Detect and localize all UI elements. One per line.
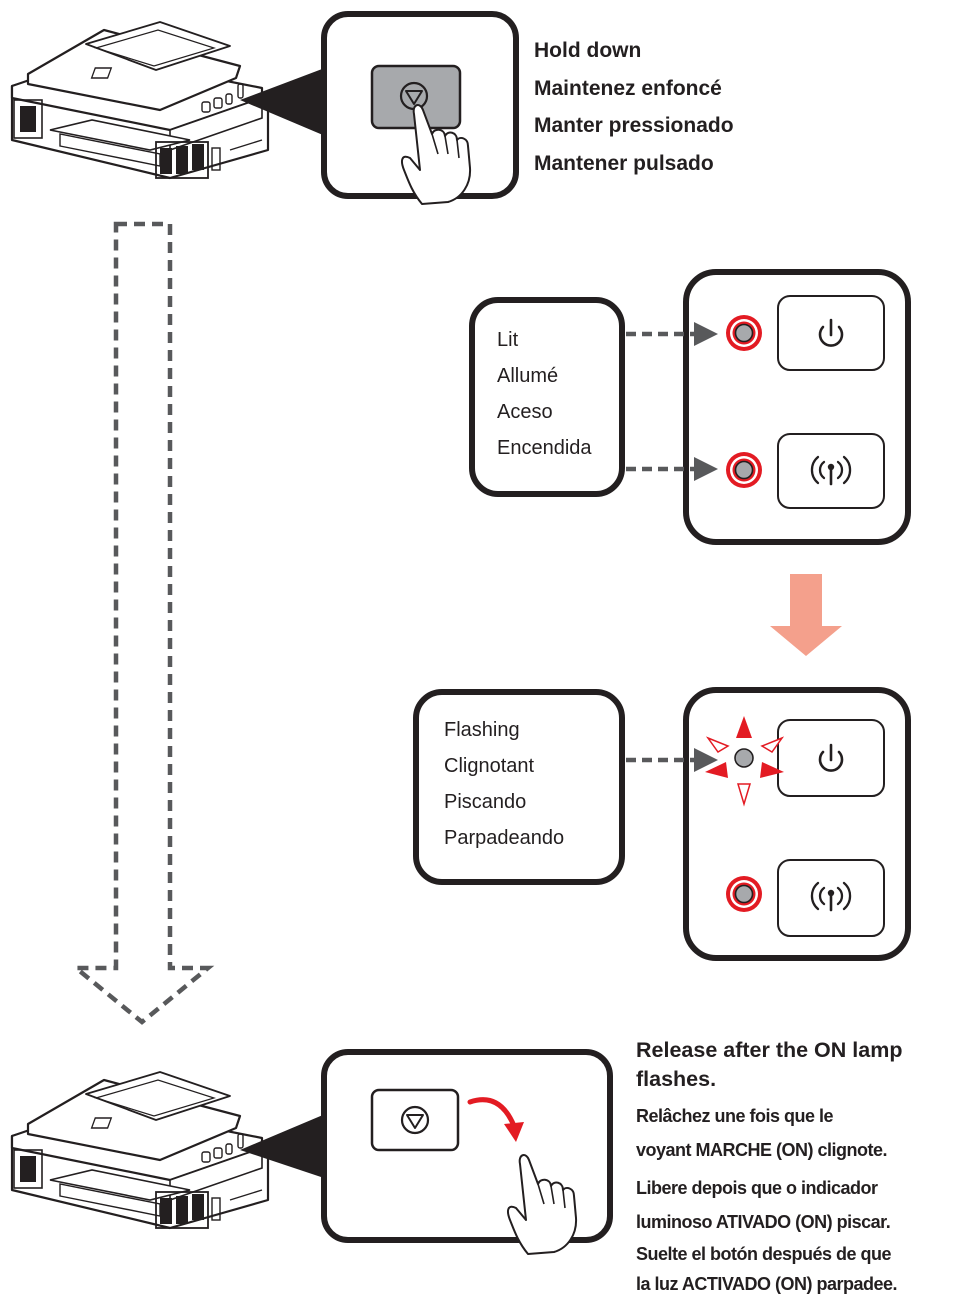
- lamp-icon-flashing: [705, 716, 785, 807]
- flash-line-es: Parpadeando: [444, 827, 565, 849]
- arrow-icon-lit-on: [694, 322, 718, 346]
- hold-line-pt: Manter pressionado: [534, 114, 734, 137]
- hold-down-instruction: Hold down Maintenez enfoncé Manter press…: [534, 32, 734, 182]
- release-arrow: [467, 1097, 517, 1129]
- zoom-leader-top: [240, 66, 330, 138]
- lamp-icon-wifi-lit-2: [725, 875, 763, 913]
- release-instruction-title: Release after the ON lamp flashes.: [636, 1038, 903, 1091]
- dashed-down-arrow: [69, 221, 215, 1025]
- hold-line-en: Hold down: [534, 39, 642, 62]
- transition-arrow: [770, 574, 842, 656]
- flash-line-fr: Clignotant: [444, 755, 535, 777]
- lamp-icon-on-lit: [725, 314, 763, 352]
- hold-line-fr: Maintenez enfoncé: [534, 76, 722, 100]
- stop-button-released: [370, 1088, 460, 1152]
- callout-flashing: [413, 689, 625, 885]
- lit-label: Lit Allumé Aceso Encendida: [497, 322, 592, 466]
- arrow-icon-release: [504, 1122, 524, 1142]
- flash-line-pt: Piscando: [444, 791, 527, 813]
- release-line-3: Libere depois que o indicador: [636, 1178, 878, 1198]
- release-line-4: luminoso ATIVADO (ON) piscar.: [636, 1212, 891, 1232]
- release-line-1: Relâchez une fois que le: [636, 1106, 834, 1126]
- arrow-icon-lit-wifi: [694, 457, 718, 481]
- hold-line-es: Mantener pulsado: [534, 151, 714, 175]
- lit-line-es: Encendida: [497, 437, 592, 459]
- lamp-icon-wifi-lit: [725, 451, 763, 489]
- release-line-5: Suelte el botón después de que: [636, 1244, 892, 1264]
- zoom-leader-bottom: [240, 1112, 330, 1180]
- lit-line-fr: Allumé: [497, 365, 559, 387]
- arrow-icon-flashing: [694, 748, 718, 772]
- callout-lit: [469, 297, 625, 497]
- lit-line-pt: Aceso: [497, 401, 553, 423]
- printer-icon-bottom: [10, 1070, 270, 1230]
- flashing-label: Flashing Clignotant Piscando Parpadeando: [444, 712, 564, 856]
- release-line-2: voyant MARCHE (ON) clignote.: [636, 1140, 888, 1160]
- lit-line-en: Lit: [497, 329, 519, 351]
- release-line-6: la luz ACTIVADO (ON) parpadee.: [636, 1274, 898, 1294]
- printer-icon-top: [10, 20, 270, 180]
- flash-line-en: Flashing: [444, 719, 520, 741]
